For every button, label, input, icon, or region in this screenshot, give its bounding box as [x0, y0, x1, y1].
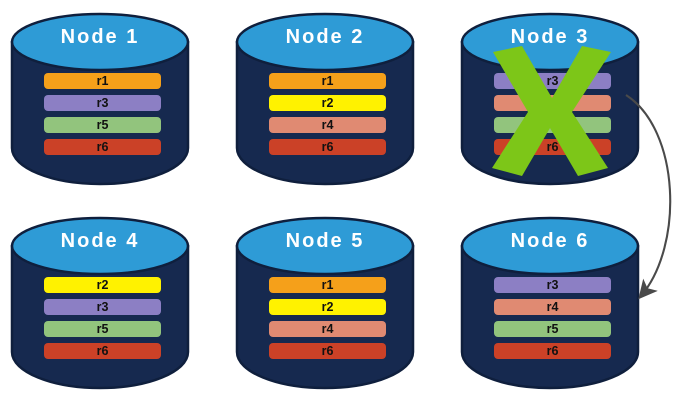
record-bar-r6[interactable]: r6 — [494, 343, 611, 359]
record-bar-r6[interactable]: r6 — [44, 139, 161, 155]
record-bar-r6[interactable]: r6 — [494, 139, 611, 155]
record-bar-r5[interactable]: r5 — [44, 117, 161, 133]
record-list-2: r1 r2 r4 r6 — [269, 73, 386, 161]
record-list-3: r3 r4 r5 r6 — [494, 73, 611, 161]
record-bar-r1[interactable]: r1 — [269, 277, 386, 293]
record-bar-r3[interactable]: r3 — [494, 277, 611, 293]
record-bar-r4[interactable]: r4 — [269, 321, 386, 337]
record-list-5: r1 r2 r4 r6 — [269, 277, 386, 365]
record-bar-r4[interactable]: r4 — [494, 299, 611, 315]
record-bar-r3[interactable]: r3 — [494, 73, 611, 89]
record-bar-r5[interactable]: r5 — [494, 117, 611, 133]
record-list-6: r3 r4 r5 r6 — [494, 277, 611, 365]
record-bar-r2[interactable]: r2 — [269, 95, 386, 111]
record-bar-r4[interactable]: r4 — [269, 117, 386, 133]
record-bar-r6[interactable]: r6 — [44, 343, 161, 359]
record-bar-r1[interactable]: r1 — [44, 73, 161, 89]
record-bar-r3[interactable]: r3 — [44, 299, 161, 315]
record-bar-r4[interactable]: r4 — [494, 95, 611, 111]
record-bar-r1[interactable]: r1 — [269, 73, 386, 89]
record-bar-r6[interactable]: r6 — [269, 139, 386, 155]
record-bar-r2[interactable]: r2 — [44, 277, 161, 293]
record-bar-r3[interactable]: r3 — [44, 95, 161, 111]
record-bar-r5[interactable]: r5 — [44, 321, 161, 337]
record-list-1: r1 r3 r5 r6 — [44, 73, 161, 161]
record-list-4: r2 r3 r5 r6 — [44, 277, 161, 365]
record-bar-r2[interactable]: r2 — [269, 299, 386, 315]
record-bar-r6[interactable]: r6 — [269, 343, 386, 359]
record-bar-r5[interactable]: r5 — [494, 321, 611, 337]
